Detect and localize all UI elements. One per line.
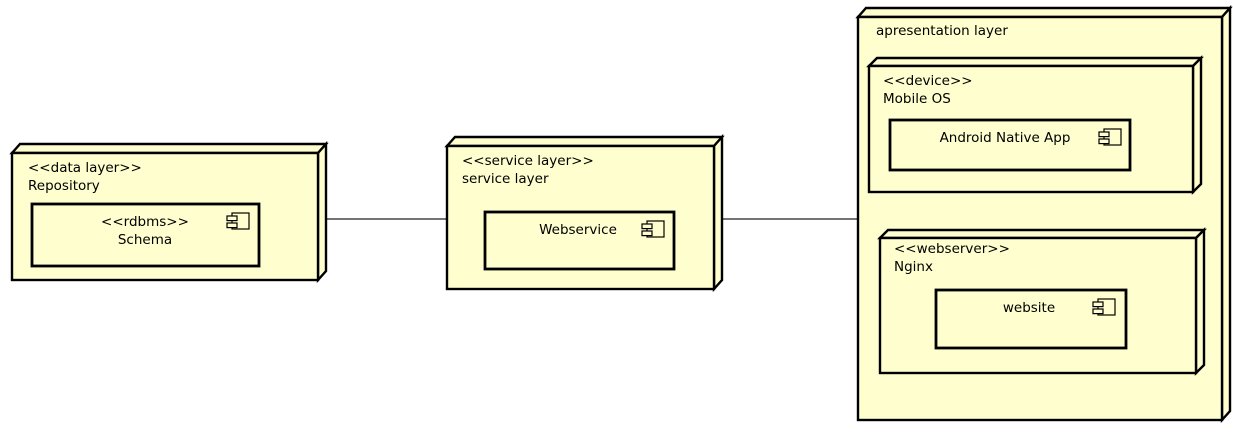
node-nginx-stereotype: <<webserver>> — [894, 241, 1010, 257]
node-presentation-layer[interactable]: apresentation layer <<device>> Mobile OS… — [855, 4, 1233, 424]
node-nginx-name: Nginx — [894, 259, 933, 275]
component-schema-stereotype: <<rdbms>> — [101, 214, 189, 230]
node-data-layer-side-bevel — [316, 140, 328, 284]
node-service-layer-name: service layer — [462, 171, 549, 187]
component-webservice-box — [483, 210, 676, 271]
node-data-layer-stereotype: <<data layer>> — [28, 160, 142, 176]
component-website-label: website — [1003, 300, 1055, 316]
node-data-layer-top-bevel — [9, 142, 329, 155]
component-icon — [641, 220, 665, 238]
node-mobile-os-stereotype: <<device>> — [883, 73, 973, 89]
component-android-native-app-box — [888, 118, 1132, 172]
component-website[interactable]: website — [934, 288, 1128, 350]
component-webservice[interactable]: Webservice — [483, 210, 676, 271]
node-presentation-layer-top-bevel — [855, 6, 1233, 19]
component-android-native-app-label: Android Native App — [940, 130, 1071, 146]
component-schema-box — [30, 202, 261, 268]
node-nginx[interactable]: <<webserver>> Nginx website — [877, 227, 1207, 376]
node-data-layer-name: Repository — [28, 178, 100, 194]
component-webservice-label: Webservice — [539, 222, 617, 238]
node-service-layer-side-bevel — [712, 133, 724, 293]
component-schema-label: Schema — [118, 232, 172, 248]
component-website-box — [934, 288, 1128, 350]
component-icon — [1098, 128, 1122, 146]
node-service-layer-stereotype: <<service layer>> — [462, 153, 594, 169]
component-schema[interactable]: <<rdbms>> Schema — [30, 202, 261, 268]
component-android-native-app[interactable]: Android Native App — [888, 118, 1132, 172]
component-icon — [226, 212, 250, 230]
node-mobile-os[interactable]: <<device>> Mobile OS Android Native App — [866, 55, 1204, 195]
node-service-layer-top-bevel — [444, 135, 725, 148]
node-presentation-layer-name: apresentation layer — [876, 23, 1008, 39]
component-icon — [1092, 298, 1116, 316]
node-service-layer[interactable]: <<service layer>> service layer Webservi… — [444, 133, 725, 293]
node-data-layer[interactable]: <<data layer>> Repository <<rdbms>> Sche… — [9, 140, 329, 284]
node-mobile-os-name: Mobile OS — [883, 91, 951, 107]
